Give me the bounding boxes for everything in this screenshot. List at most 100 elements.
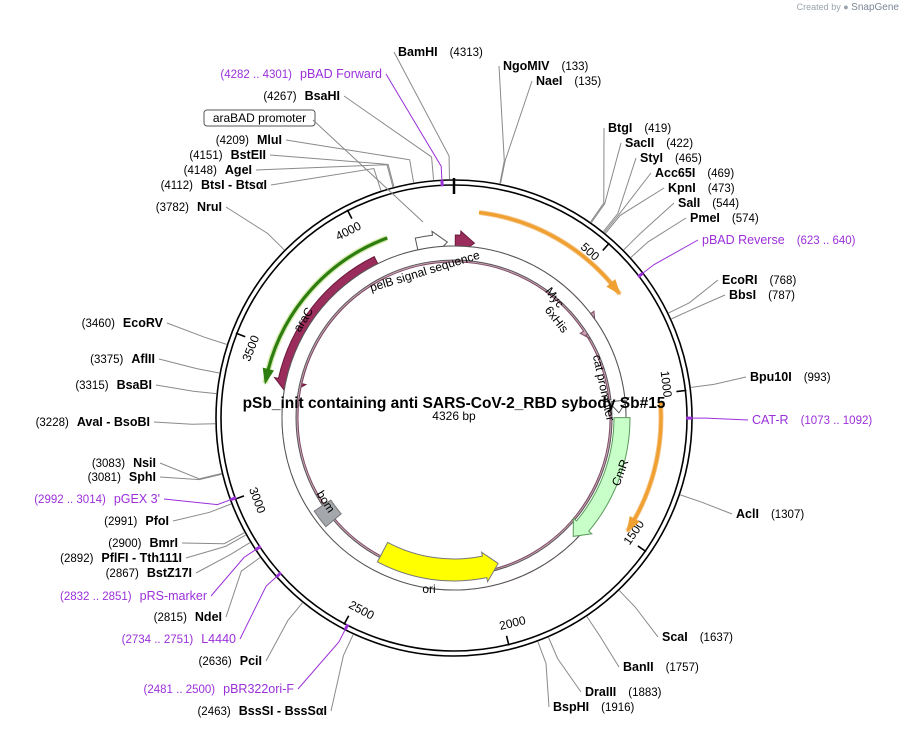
enzyme-site-pmei[interactable]: PmeI(574) (690, 211, 759, 225)
enzyme-site-draiii[interactable]: DraIII(1883) (585, 685, 662, 699)
primer-site-pgex-3[interactable]: pGEX 3'(2992 .. 3014) (34, 492, 160, 506)
enzyme-site-ndei[interactable]: NdeI(2815) (154, 610, 222, 624)
primer-mark-pbad-reverse (637, 271, 644, 278)
enzyme-site-pfoi[interactable]: PfoI(2991) (104, 514, 169, 528)
enzyme-site-bsabi[interactable]: BsaBI(3315) (75, 378, 152, 392)
enzyme-site-scai[interactable]: ScaI(1637) (662, 630, 733, 644)
site-position: (3083) (92, 458, 125, 470)
enzyme-site-bsahi[interactable]: BsaHI(4267) (263, 89, 340, 103)
primer-site-pbad-forward[interactable]: pBAD Forward(4282 .. 4301) (220, 67, 382, 81)
site-position: (1307) (771, 509, 804, 521)
leader-bpu10i (690, 376, 747, 388)
enzyme-site-ecorv[interactable]: EcoRV (3460) (82, 316, 164, 330)
site-position: (133) (562, 61, 589, 73)
enzyme-site-bsteii[interactable]: BstEII(4151) (189, 148, 266, 162)
enzyme-site-nsii[interactable]: NsiI(3083) (92, 456, 156, 470)
site-name: pBAD Reverse (702, 233, 785, 247)
enzyme-site-styi[interactable]: StyI(465) (640, 151, 702, 165)
primer-site-pbr322ori-f[interactable]: pBR322ori-F(2481 .. 2500) (144, 682, 295, 696)
site-position: (2832 .. 2851) (60, 591, 132, 603)
site-name: MluI (257, 133, 282, 147)
primer-site-l4440[interactable]: L4440(2734 .. 2751) (122, 632, 236, 646)
enzyme-site-bsssi-bsss-i[interactable]: BssSI - BssSαI(2463) (197, 704, 327, 718)
enzyme-site-avai-bsobi[interactable]: AvaI - BsoBI(3228) (36, 415, 150, 429)
leader-ecori (668, 279, 719, 314)
site-name: pBR322ori-F (223, 682, 294, 696)
primer-site-prs-marker[interactable]: pRS-marker(2832 .. 2851) (60, 589, 207, 603)
enzyme-site-sacii[interactable]: SacII(422) (625, 136, 693, 150)
cmr-gene (572, 417, 631, 537)
site-name: BtgI (608, 121, 632, 135)
site-position: (465) (675, 153, 702, 165)
site-name: BmrI (150, 536, 178, 550)
site-name: AgeI (225, 163, 252, 177)
enzyme-site-agei[interactable]: AgeI(4148) (184, 163, 252, 177)
enzyme-site-sphi[interactable]: SphI(3081) (88, 470, 156, 484)
leader-avai-bsobi (153, 421, 216, 425)
enzyme-site-naei[interactable]: NaeI(135) (536, 74, 601, 88)
enzyme-site-bmri[interactable]: BmrI(2900) (108, 536, 178, 550)
leader-pcii (265, 602, 303, 662)
site-name: BamHI (398, 45, 438, 59)
leader-bsabi (155, 384, 217, 395)
site-position: (2815) (154, 612, 187, 624)
site-labels: BamHI (4313) NgoMIV (133)NaeI(135) BsaHI(426… (34, 45, 872, 718)
enzyme-site-acc65i[interactable]: Acc65I(469) (655, 166, 734, 180)
enzyme-site-btgi[interactable]: BtgI(419) (608, 121, 671, 135)
enzyme-site-bpu10i[interactable]: Bpu10I(993) (750, 370, 831, 384)
site-name: CAT-R (752, 413, 789, 427)
site-position: (4313) (450, 47, 483, 59)
created-by-text: Created by (796, 2, 841, 12)
site-name: EcoRV (123, 316, 164, 330)
primer-mark-pbr322ori-f (343, 623, 350, 631)
leader-aflii (158, 358, 220, 374)
enzyme-site-ecori[interactable]: EcoRI(768) (722, 273, 796, 287)
enzyme-site-bbsi[interactable]: BbsI(787) (729, 288, 795, 302)
site-name: SalI (678, 196, 700, 210)
enzyme-site-kpni[interactable]: KpnI(473) (668, 181, 735, 195)
enzyme-site-banii[interactable]: BanII(1757) (623, 660, 699, 674)
enzyme-site-nrui[interactable]: NruI(3782) (156, 200, 222, 214)
tick-2000 (505, 635, 510, 646)
enzyme-site-aflii[interactable]: AflII(3375) (90, 352, 155, 366)
tick-3500 (235, 332, 246, 338)
orf-arrow-right (626, 401, 663, 533)
primer-site-pbad-reverse[interactable]: pBAD Reverse(623 .. 640) (702, 233, 856, 247)
enzyme-site-bamhi[interactable]: BamHI (4313) (398, 45, 483, 59)
enzyme-site-acli[interactable]: AclI(1307) (736, 507, 804, 521)
enzyme-site-pflfi-tth111i[interactable]: PflFI - Tth111I(2892) (60, 551, 182, 565)
site-name: pGEX 3' (114, 492, 160, 506)
tick-label: 3500 (239, 333, 262, 363)
enzyme-site-sali[interactable]: SalI(544) (678, 196, 739, 210)
leader-banii (586, 616, 620, 668)
leader-bsahi (343, 95, 435, 180)
enzyme-site-mlui[interactable]: MluI(4209) (216, 133, 282, 147)
snapgene-logo-icon: ● (843, 2, 849, 12)
tick-label: 2500 (346, 598, 376, 623)
leader-prs-marker (210, 548, 258, 597)
leader-sacii (591, 142, 622, 223)
ori-label: ori (422, 582, 435, 596)
site-name: ScaI (662, 630, 688, 644)
enzyme-site-bstz17i[interactable]: BstZ17I(2867) (106, 566, 192, 580)
site-position: (993) (804, 372, 831, 384)
site-name: BbsI (729, 288, 756, 302)
site-name: NgoMIV (503, 59, 550, 73)
primer-site-cat-r[interactable]: CAT-R(1073 .. 1092) (752, 413, 872, 427)
site-position: (3460) (82, 318, 115, 330)
enzyme-site-btsi-bts-i[interactable]: BtsI - BtsαI(4112) (161, 178, 267, 192)
site-position: (4151) (189, 150, 222, 162)
site-name: Acc65I (655, 166, 695, 180)
ori-feature (376, 541, 499, 583)
enzyme-site-bsphi[interactable]: BspHI(1916) (553, 700, 635, 714)
site-position: (574) (732, 213, 759, 225)
site-position: (3375) (90, 354, 123, 366)
enzyme-site-pcii[interactable]: PciI(2636) (199, 654, 263, 668)
arabad-promoter-label: araBAD promoter (213, 111, 306, 125)
leader-agei (255, 164, 394, 188)
leader-bsssi-bsss-i (330, 634, 354, 712)
site-position: (422) (666, 138, 693, 150)
enzyme-site-ngomiv[interactable]: NgoMIV (133) (503, 59, 589, 73)
